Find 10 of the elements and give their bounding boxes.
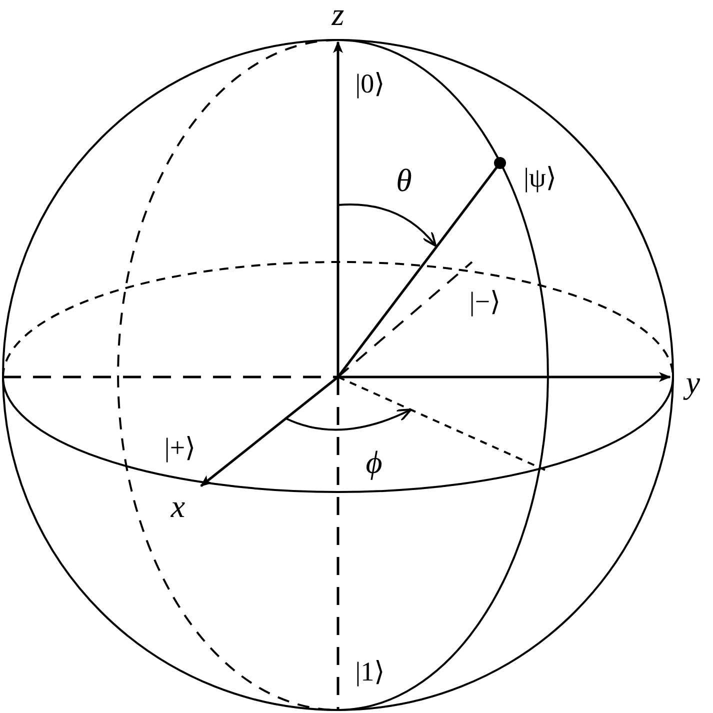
- axis-label: ϕ: [366, 446, 382, 478]
- axis-label: θ: [396, 164, 412, 196]
- axis-label: z: [332, 0, 344, 30]
- state-label: |0⟩: [355, 70, 385, 98]
- axis-label: y: [686, 366, 700, 398]
- state-label: |ψ⟩: [524, 164, 556, 192]
- state-label: |−⟩: [469, 288, 501, 316]
- state-label: |1⟩: [355, 658, 385, 686]
- axis-label: x: [170, 490, 186, 522]
- state-label: |+⟩: [164, 434, 196, 462]
